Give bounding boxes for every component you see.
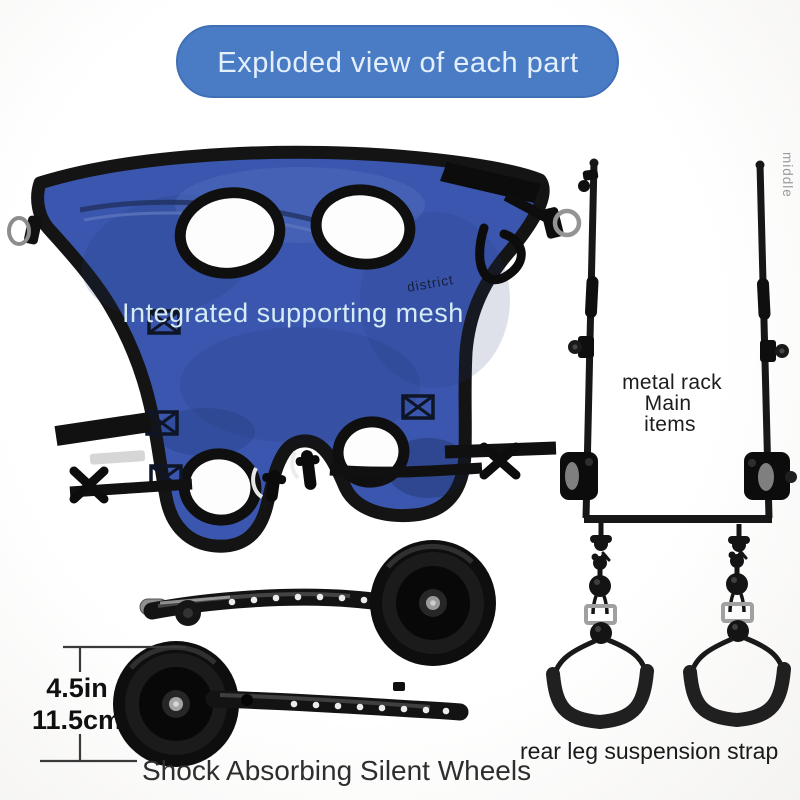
harness-body xyxy=(31,145,550,553)
middle-strap xyxy=(329,462,483,478)
arm-adjust-holes-top xyxy=(228,593,368,606)
front-leg-hole-right xyxy=(310,184,416,270)
left-strap xyxy=(54,412,152,446)
belly-straps xyxy=(54,412,557,504)
rack-label-line3: items xyxy=(644,413,696,436)
rack-bottom-knobs xyxy=(590,523,750,552)
rack-left-clamp xyxy=(568,336,594,358)
rack-top-knob xyxy=(578,169,599,192)
size-inches: 4.5in xyxy=(46,673,108,703)
straps-label: rear leg suspension strap xyxy=(520,738,778,764)
banner-title: Exploded view of each part xyxy=(217,47,578,79)
arm-adjust-holes-bottom xyxy=(290,700,450,715)
banner-pill xyxy=(176,25,619,98)
rack-right-clamp xyxy=(760,340,789,362)
right-strap-hardware xyxy=(440,162,582,285)
size-centimeters: 11.5cm xyxy=(32,705,122,735)
left-d-ring xyxy=(7,215,43,246)
support-mesh-harness: district Integrated supporting mesh xyxy=(7,145,582,553)
top-banner: Exploded view of each part xyxy=(176,25,619,98)
size-measurement xyxy=(40,645,186,763)
front-leg-hole-left xyxy=(174,187,286,279)
suspension-strap-left xyxy=(553,553,647,722)
cord-toggles xyxy=(251,450,320,502)
diagonal-strap xyxy=(440,162,541,203)
rack-side-note: middle xyxy=(780,152,795,198)
hanging-strap-loop xyxy=(475,223,526,285)
rack-right-hinge xyxy=(744,452,797,500)
wheel-assembly-bottom xyxy=(113,641,469,767)
rack-label-line2: Main xyxy=(645,392,692,415)
wheels-label: Shock Absorbing Silent Wheels xyxy=(142,755,531,786)
harness-label: Integrated supporting mesh xyxy=(122,298,464,328)
right-d-ring xyxy=(552,208,582,238)
metal-rack: metal rack Main items middle xyxy=(560,152,797,552)
right-strap xyxy=(444,441,557,459)
arm-clip xyxy=(393,682,405,691)
rack-left-hinge xyxy=(560,452,598,500)
wheel-assembly-top xyxy=(139,540,496,666)
left-x-buckle xyxy=(69,466,109,504)
suspension-strap-right xyxy=(690,551,784,720)
wheel-bottom xyxy=(113,641,239,767)
wheel-top xyxy=(370,540,496,666)
right-x-buckle xyxy=(479,442,521,480)
rack-title: metal rack xyxy=(622,371,722,394)
